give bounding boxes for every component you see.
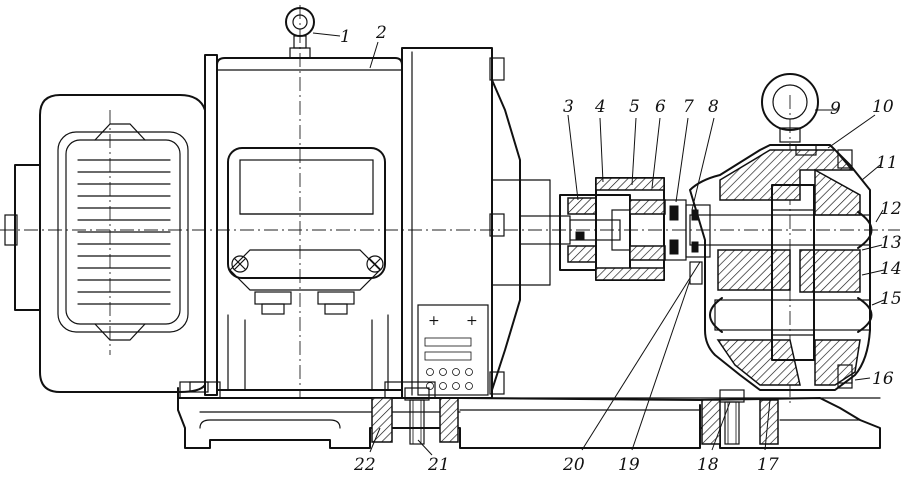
label-18: 18 — [697, 455, 719, 475]
terminal-screw-left — [231, 255, 249, 273]
label-22: 22 — [353, 455, 376, 475]
coupling — [559, 177, 687, 281]
label-19: 19 — [618, 455, 640, 475]
label-9: 9 — [830, 99, 841, 119]
nameplate-dots — [426, 368, 473, 390]
base-frame — [177, 387, 881, 449]
motor-end-shield: + + — [401, 47, 551, 399]
shaft-seal — [685, 204, 711, 285]
label-21: 21 — [427, 455, 450, 475]
motor-body — [179, 54, 436, 399]
label-1: 1 — [340, 27, 351, 47]
label-14: 14 — [880, 259, 902, 279]
label-16: 16 — [872, 369, 894, 389]
label-2: 2 — [375, 23, 387, 43]
label-5: 5 — [629, 97, 640, 117]
label-17: 17 — [757, 455, 779, 475]
motor-lifting-eye — [285, 7, 315, 59]
label-6: 6 — [655, 97, 666, 117]
svg-text:+: + — [428, 313, 440, 329]
label-7: 7 — [683, 97, 694, 117]
terminal-screw-right — [366, 255, 384, 273]
part-labels: 1 2 3 4 5 6 7 8 9 10 11 12 13 14 15 16 1… — [340, 23, 902, 475]
label-3: 3 — [563, 97, 574, 117]
label-11: 11 — [876, 153, 898, 173]
fan-grille — [77, 159, 171, 305]
label-15: 15 — [880, 289, 902, 309]
label-20: 20 — [562, 455, 585, 475]
label-12: 12 — [880, 199, 902, 219]
foundation-bolt-left — [189, 381, 430, 445]
label-4: 4 — [594, 97, 606, 117]
label-8: 8 — [708, 97, 719, 117]
motor-fan-cover — [4, 94, 206, 393]
pump-housing — [689, 144, 873, 391]
label-13: 13 — [880, 233, 902, 253]
label-10: 10 — [872, 97, 894, 117]
svg-text:+: + — [466, 313, 478, 329]
leader-lines — [312, 32, 885, 456]
pump-lifting-eye — [761, 73, 819, 143]
